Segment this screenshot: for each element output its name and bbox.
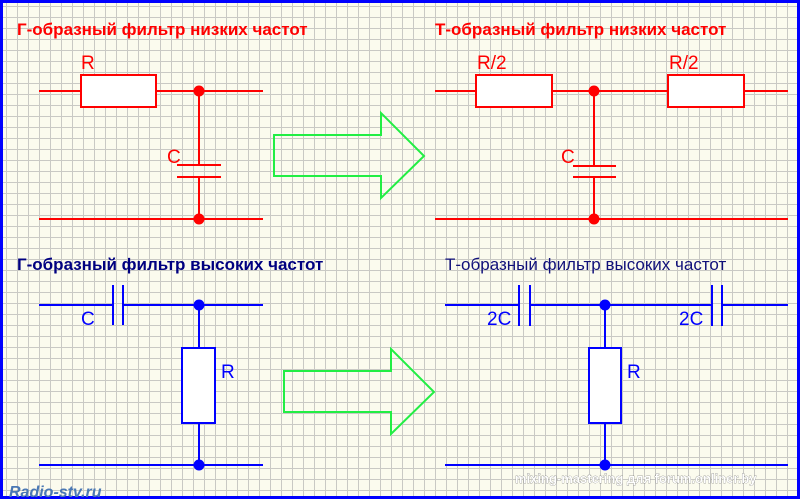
node-dot	[193, 85, 205, 97]
node-dot	[588, 85, 600, 97]
watermark-left: Radio-stv.ru	[9, 484, 102, 501]
resistor	[667, 74, 745, 108]
label-r-half-1: R/2	[477, 53, 507, 74]
highpass-t-circuit	[445, 285, 788, 471]
label-2c-2: 2C	[679, 309, 703, 330]
label-c: C	[81, 309, 95, 330]
resistor	[588, 347, 622, 424]
label-r: R	[221, 362, 235, 383]
node-dot	[193, 299, 205, 311]
watermark-right: mixing-mastering для forum.onliner.by	[515, 471, 757, 486]
lowpass-t-circuit	[435, 74, 788, 225]
title-lowpass-t: Т-образный фильтр низких частот	[435, 20, 726, 39]
resistor	[181, 347, 216, 424]
arrow-right-icon	[273, 110, 426, 201]
node-dot	[193, 213, 205, 225]
arrow-right-icon	[283, 346, 436, 437]
node-dot	[599, 299, 611, 311]
resistor	[475, 74, 553, 108]
label-r: R	[627, 362, 641, 383]
label-2c-1: 2C	[487, 309, 511, 330]
node-dot	[193, 459, 205, 471]
resistor	[80, 74, 157, 108]
label-c: C	[167, 147, 181, 168]
title-highpass-l: Г-образный фильтр высоких частот	[17, 255, 323, 274]
circuit-diagrams: Г-образный фильтр низких частот Т-образн…	[9, 20, 788, 501]
title-lowpass-l: Г-образный фильтр низких частот	[17, 20, 308, 39]
label-c: C	[561, 147, 575, 168]
label-r: R	[81, 53, 95, 74]
highpass-l-circuit	[39, 285, 263, 471]
node-dot	[599, 459, 611, 471]
title-highpass-t: Т-образный фильтр высоких частот	[445, 255, 727, 274]
label-r-half-2: R/2	[669, 53, 699, 74]
node-dot	[588, 213, 600, 225]
lowpass-l-circuit	[39, 74, 263, 225]
